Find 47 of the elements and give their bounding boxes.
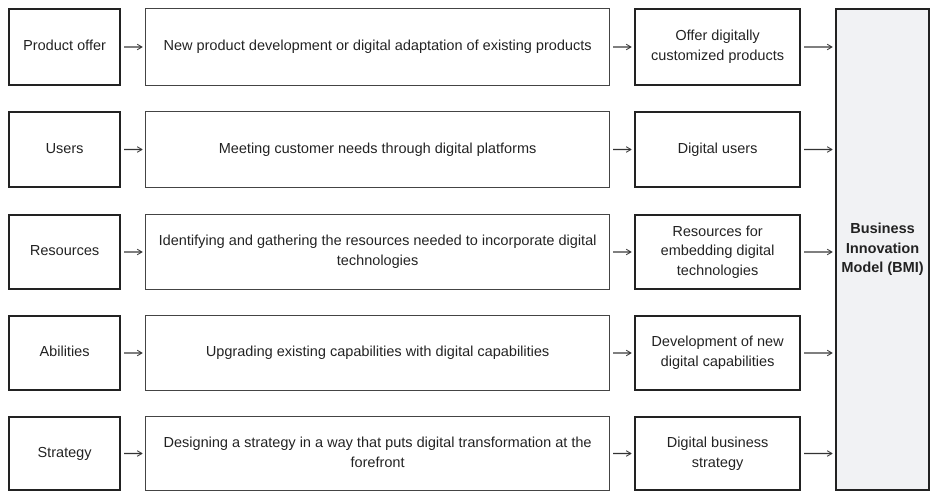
arrow (804, 146, 832, 153)
box-text: Product offer (23, 37, 106, 56)
process-box (8, 416, 121, 491)
arrow (804, 450, 832, 457)
arrow (613, 146, 632, 153)
process-box (8, 8, 121, 86)
arrow (124, 450, 142, 457)
box-text: Strategy (38, 444, 92, 463)
process-box (634, 416, 801, 491)
box-text: Offer digitally customized products (650, 27, 785, 66)
process-box (145, 214, 610, 290)
process-box (145, 315, 610, 391)
box-text: Meeting customer needs through digital platforms (218, 140, 536, 159)
process-box (8, 315, 121, 391)
box-text: Digital business strategy (666, 434, 770, 472)
process-box (634, 315, 801, 391)
box-text: Designing a strategy in a way that puts digital transformation at the forefront (162, 434, 592, 472)
process-box (634, 214, 801, 290)
process-box (8, 214, 121, 290)
arrow (613, 248, 632, 256)
box-text: Upgrading existing capabilities with digital capabilities (206, 343, 550, 362)
process-box (634, 111, 801, 188)
process-box (145, 416, 610, 491)
arrow (804, 44, 832, 50)
box-text: New product development or digital adaptation of existing products (163, 37, 592, 56)
box-text: Digital users (678, 140, 758, 159)
box-text: Abilities (40, 343, 90, 362)
box-text: Users (46, 140, 84, 159)
arrow (804, 248, 832, 256)
arrow (613, 450, 632, 457)
process-box (634, 8, 801, 86)
box-text: Resources for embedding digital technologies (660, 222, 776, 281)
arrow (124, 350, 142, 356)
arrow (124, 248, 142, 256)
box-text: Identifying and gathering the resources needed to incorporate digital technologies (158, 232, 598, 271)
process-box (145, 111, 610, 188)
box-text: Resources (30, 242, 100, 262)
process-box (8, 111, 121, 188)
arrow (124, 44, 142, 50)
process-box (145, 8, 610, 86)
arrow (804, 350, 832, 356)
box-text: Business Innovation Model (BMI) (840, 220, 925, 278)
arrow (613, 350, 632, 356)
box-text: Development of new digital capabilities (650, 333, 785, 372)
arrow (124, 146, 142, 153)
arrow (613, 44, 632, 50)
outcome-box (835, 8, 930, 491)
